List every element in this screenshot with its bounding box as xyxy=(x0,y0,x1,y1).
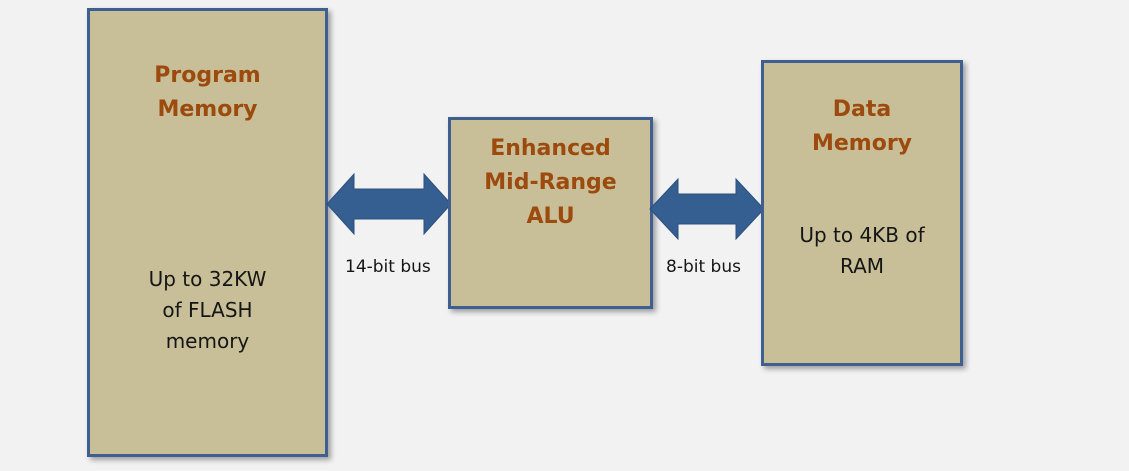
data-memory-block: Data Memory Up to 4KB of RAM xyxy=(761,60,963,366)
alu-title-line-1: Enhanced xyxy=(490,136,611,161)
data-memory-desc-line-1: Up to 4KB of xyxy=(799,223,925,247)
data-memory-title-line-2: Memory xyxy=(811,131,913,156)
bus-label-8-bit: 8-bit bus xyxy=(666,257,741,277)
data-memory-title: Data Memory xyxy=(764,93,960,161)
program-memory-desc-line-3: memory xyxy=(165,329,250,353)
bus-label-14-bit: 14-bit bus xyxy=(345,257,431,277)
alu-block: Enhanced Mid-Range ALU xyxy=(448,117,653,309)
bus-arrow-left-shape xyxy=(326,172,452,236)
program-memory-block: Program Memory Up to 32KW of FLASH memor… xyxy=(87,8,328,457)
program-memory-description: Up to 32KW of FLASH memory xyxy=(90,264,325,357)
alu-title: Enhanced Mid-Range ALU xyxy=(451,132,650,234)
data-memory-desc-line-2: RAM xyxy=(839,254,885,278)
program-memory-desc-line-2: of FLASH xyxy=(162,298,253,322)
program-memory-title: Program Memory xyxy=(90,59,325,127)
data-memory-description: Up to 4KB of RAM xyxy=(764,220,960,282)
program-memory-desc-line-1: Up to 32KW xyxy=(148,267,267,291)
alu-title-line-2: Mid-Range xyxy=(484,170,617,195)
bus-arrow-right xyxy=(649,177,765,241)
bus-arrow-left xyxy=(326,172,452,236)
alu-title-line-3: ALU xyxy=(526,204,575,229)
program-memory-title-line-2: Memory xyxy=(157,97,258,122)
program-memory-title-line-1: Program xyxy=(154,63,261,88)
data-memory-title-line-1: Data xyxy=(832,97,892,122)
bus-arrow-right-shape xyxy=(649,177,765,241)
